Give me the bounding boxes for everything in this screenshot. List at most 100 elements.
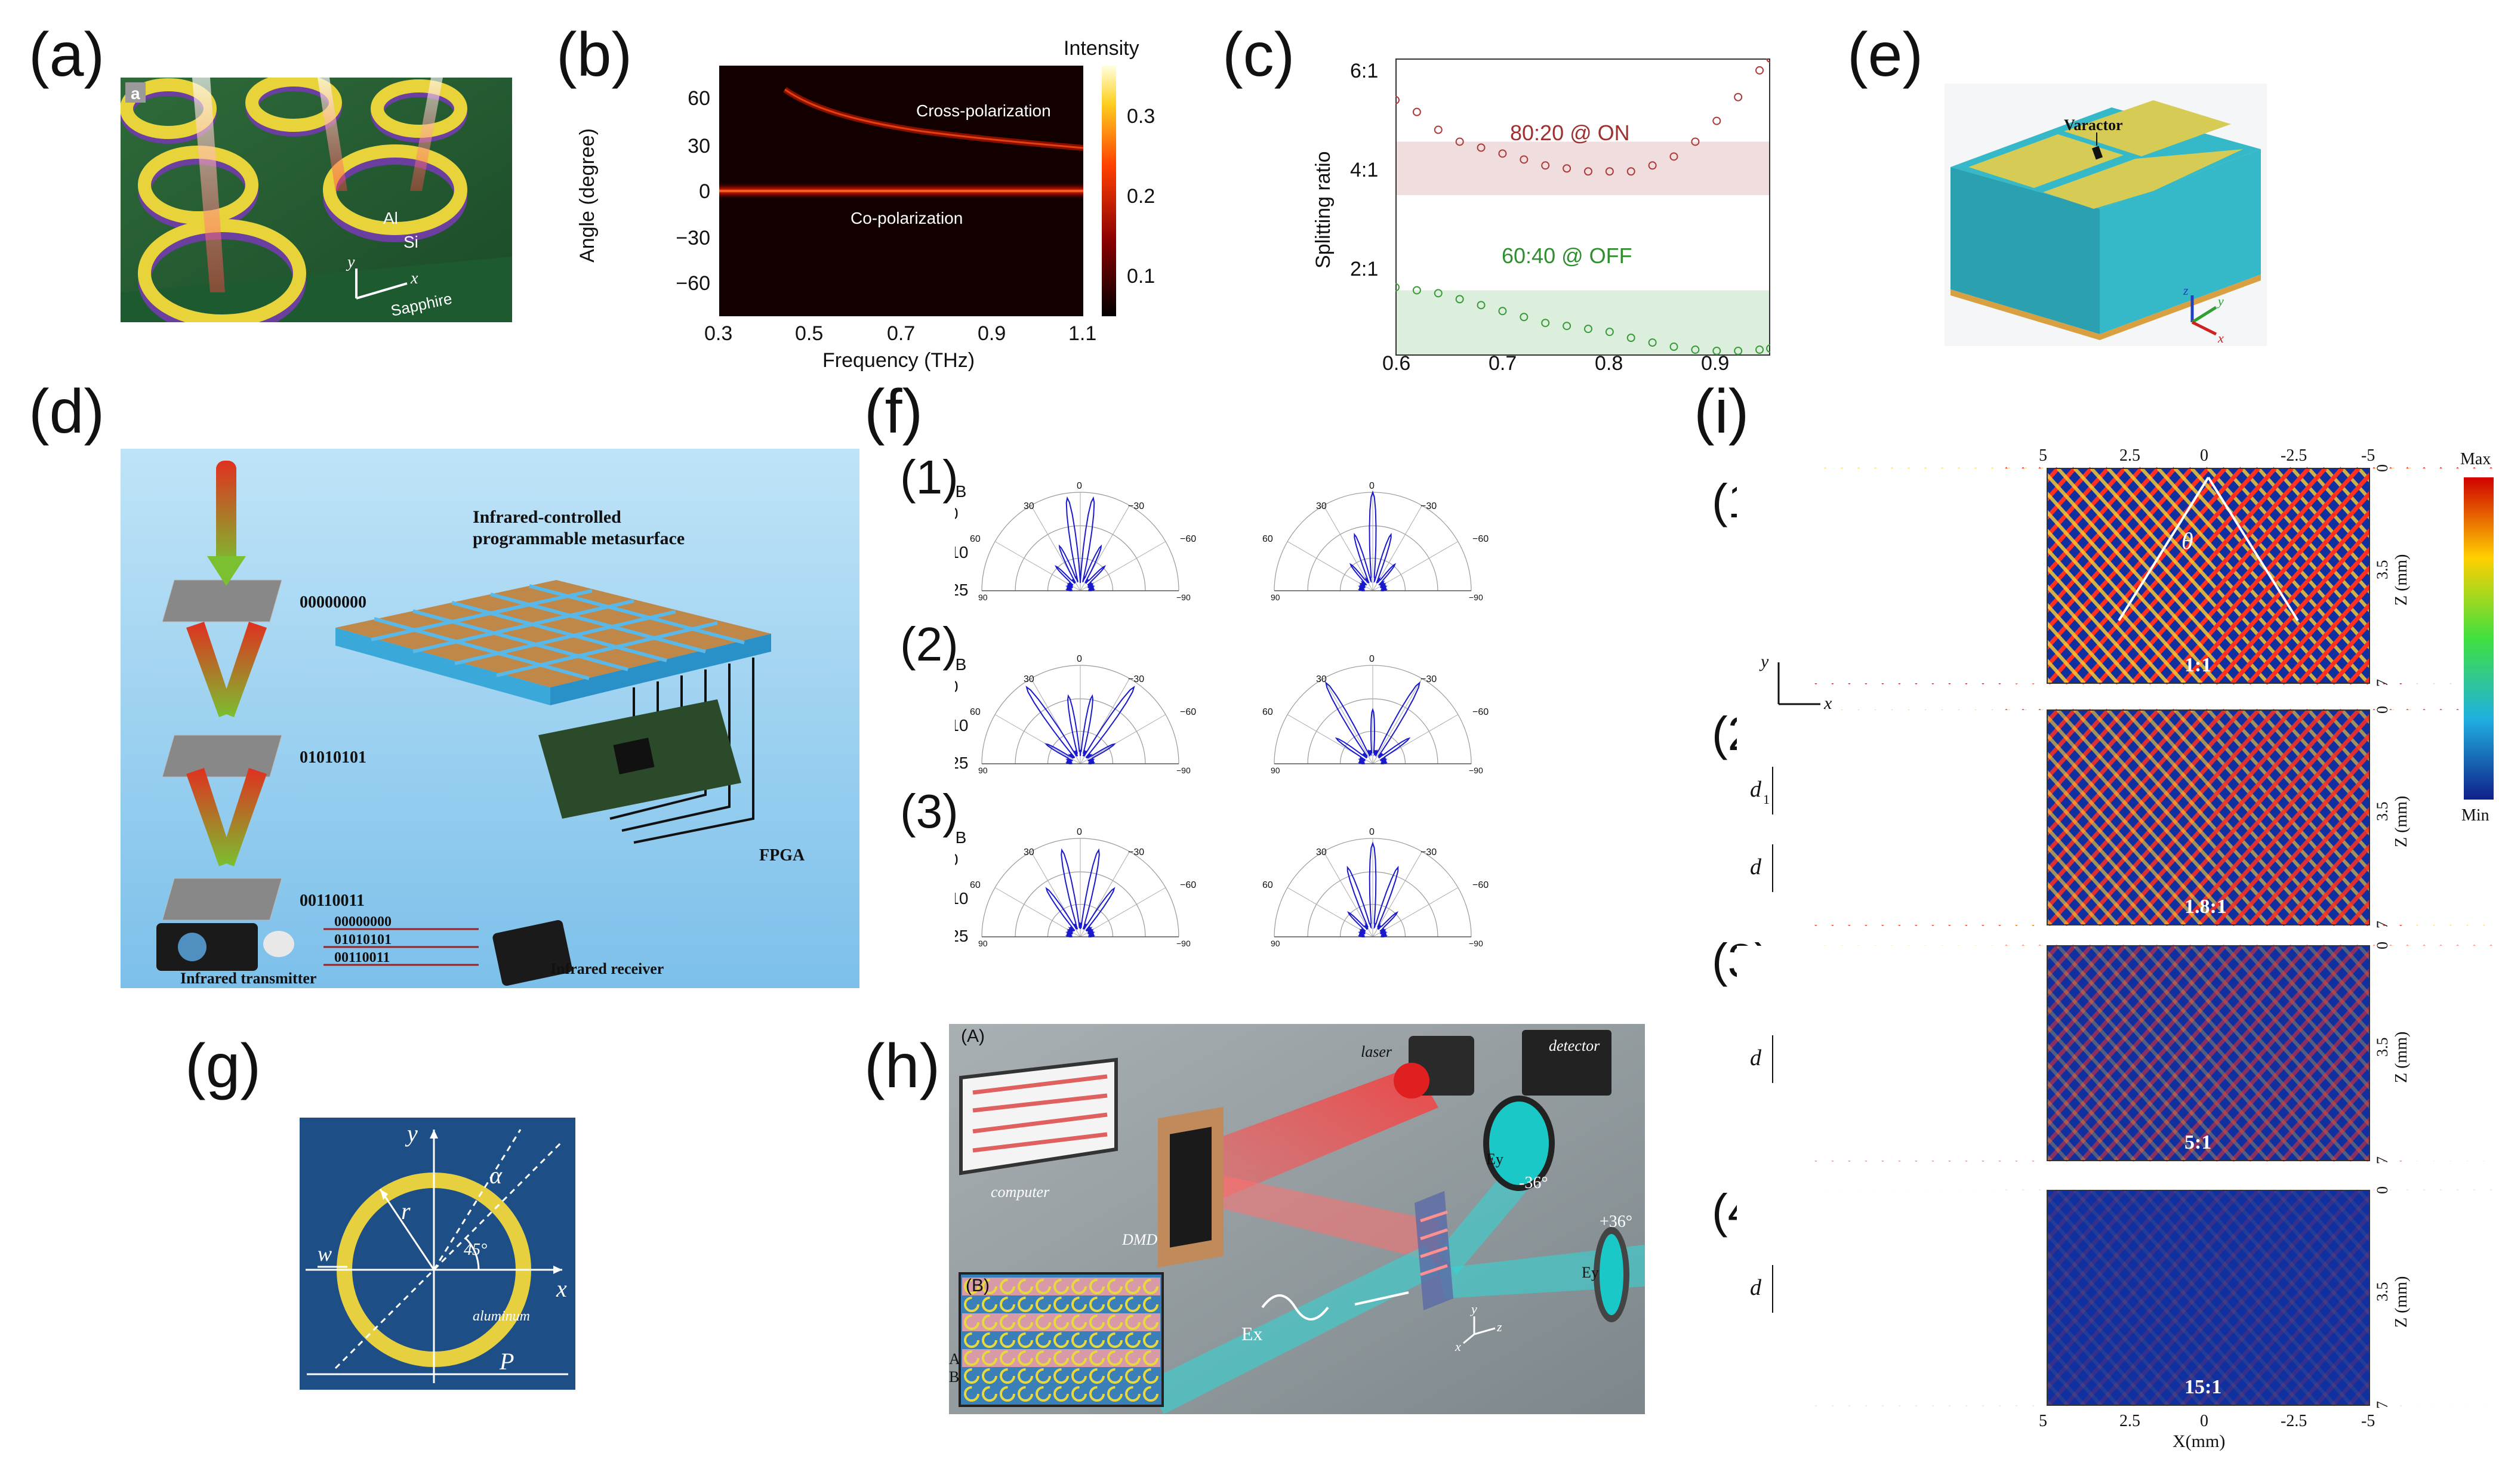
- panel-c-point-s1: [1395, 95, 1400, 104]
- field-stripe-right: [2056, 1189, 2253, 1407]
- field-background: [2047, 1190, 2369, 1405]
- panel-b-co-label: Co-polarization: [851, 209, 963, 227]
- field-stripe-right: [2090, 944, 2287, 1162]
- field-stripe-left: [2180, 944, 2377, 1162]
- field-stripe-right: [2140, 1189, 2337, 1407]
- panel-f-polar-grid: 030−3060−6090−90dB0−10−25030−3060−6090−9…: [955, 481, 1489, 948]
- panel-c-ytick: 2:1: [1350, 258, 1379, 280]
- polar-pattern-line: [1054, 496, 1107, 591]
- panel-b-ytick: 60: [688, 87, 710, 110]
- panel-d-stream-3: 00110011: [334, 950, 390, 965]
- panel-c-xtick: 0.6: [1382, 352, 1411, 375]
- panel-c-point-s2: [1434, 289, 1443, 298]
- field-stripe-left: [2113, 708, 2310, 927]
- panel-f-row-2: (2): [900, 618, 959, 671]
- inset-ring: [1071, 1279, 1087, 1294]
- panel-c-annotation-on: 80:20 @ ON: [1510, 121, 1630, 145]
- polar-angle-label: 90: [1271, 593, 1280, 602]
- polar-spoke: [1323, 851, 1373, 937]
- inset-ring: [1071, 1350, 1087, 1366]
- polar-angle-label: 60: [970, 534, 981, 544]
- panel-label-g: (g): [185, 1032, 261, 1101]
- panel-g-angle-label: 45°: [464, 1241, 487, 1259]
- field-stripe-left: [2164, 467, 2361, 685]
- field-stripe-right: [2156, 944, 2353, 1162]
- field-stripe-left: [2164, 708, 2361, 927]
- panel-h-row-a: A: [949, 1350, 960, 1368]
- polar-spoke: [1372, 541, 1459, 591]
- panel-c-point-s2: [1563, 322, 1571, 331]
- panel-c-point-s2: [1712, 347, 1721, 356]
- inset-ring: [982, 1368, 997, 1384]
- inset-ring: [964, 1315, 979, 1330]
- inset-ring: [1143, 1315, 1158, 1330]
- inset-ring: [1071, 1332, 1087, 1348]
- polar-angle-label: −60: [1472, 534, 1489, 544]
- panel-label-d: (d): [29, 377, 105, 446]
- polar-angle-label: 30: [1024, 847, 1034, 857]
- inset-ring: [964, 1350, 979, 1366]
- panel-c-point-s1: [1563, 164, 1571, 173]
- polar-angle-label: −30: [1128, 501, 1144, 511]
- inset-ring: [1143, 1279, 1158, 1294]
- panel-g-alpha-label: α: [489, 1162, 503, 1189]
- polar-spoke: [1080, 541, 1166, 591]
- inset-ring: [1143, 1332, 1158, 1348]
- panel-b-ytick: 0: [699, 180, 710, 203]
- inset-ring: [1107, 1332, 1123, 1348]
- inset-ring: [1053, 1315, 1069, 1330]
- inset-ring: [1089, 1315, 1105, 1330]
- field-stripe-right: [2056, 708, 2253, 927]
- inset-ring: [964, 1297, 979, 1312]
- inset-ring: [964, 1332, 979, 1348]
- panel-b-ytick: −30: [676, 227, 710, 249]
- field-stripe-right: [2073, 708, 2270, 927]
- polar-spoke: [1080, 887, 1166, 937]
- period-label: d: [1750, 1045, 1762, 1070]
- panel-h-setup: (A) (B) computer DMD laser detector Ex E…: [949, 1024, 1645, 1414]
- field-stripe-right: [2123, 467, 2320, 685]
- inset-ring: [964, 1386, 979, 1402]
- field-stripe-right: [2106, 944, 2303, 1162]
- polar-angle-label: −60: [1180, 534, 1196, 544]
- inset-ring: [1125, 1386, 1141, 1402]
- inset-ring: [1125, 1279, 1141, 1294]
- polar-spoke: [1372, 678, 1422, 764]
- field-mask: [2369, 946, 2499, 1161]
- polar-pattern-line: [1349, 490, 1397, 591]
- panel-d-code-2: 01010101: [300, 748, 366, 767]
- z-axis-label: Z (mm): [2392, 796, 2411, 847]
- polar-angle-label: 0: [1369, 481, 1375, 491]
- panel-c-annotation-off: 60:40 @ OFF: [1502, 243, 1632, 268]
- polar-spoke: [1287, 541, 1373, 591]
- panel-a-al-label: Al: [383, 209, 398, 227]
- panel-c-point-s1: [1541, 161, 1550, 170]
- panel-c-point-s2: [1669, 343, 1678, 351]
- field-stripe-right: [2039, 1189, 2236, 1407]
- panel-h-ex-label: Ex: [1241, 1323, 1263, 1344]
- inset-ring: [1089, 1368, 1105, 1384]
- panel-b-ytick: −60: [676, 272, 710, 295]
- inset-ring: [1125, 1315, 1141, 1330]
- panel-c-point-s2: [1626, 334, 1635, 343]
- field-stripe-left: [2047, 1189, 2244, 1407]
- polar-pattern-line: [1346, 841, 1399, 937]
- field-stripe-left: [2047, 944, 2244, 1162]
- panel-c-point-s2: [1395, 283, 1400, 292]
- field-stripe-left: [2147, 944, 2344, 1162]
- z-tick: 3.5: [2374, 1282, 2391, 1302]
- polar-angle-label: −90: [1176, 593, 1191, 602]
- inset-ring: [1000, 1315, 1015, 1330]
- field-stripe-left: [2147, 467, 2344, 685]
- z-tick: 0: [2374, 1186, 2391, 1194]
- polar-angle-label: 30: [1024, 501, 1034, 511]
- inset-ring: [1018, 1297, 1033, 1312]
- panel-b-xtick: 1.1: [1068, 322, 1097, 345]
- field-stripe-right: [2106, 467, 2303, 685]
- panel-i-figure: 1:103.57Z (mm)1.8:103.57Z (mm)5:103.57Z …: [1737, 446, 2499, 1451]
- panel-b-colorbar-tick: 0.3: [1127, 105, 1155, 128]
- field-stripe-right: [2023, 944, 2220, 1162]
- theta-arrows: θ: [2118, 476, 2299, 622]
